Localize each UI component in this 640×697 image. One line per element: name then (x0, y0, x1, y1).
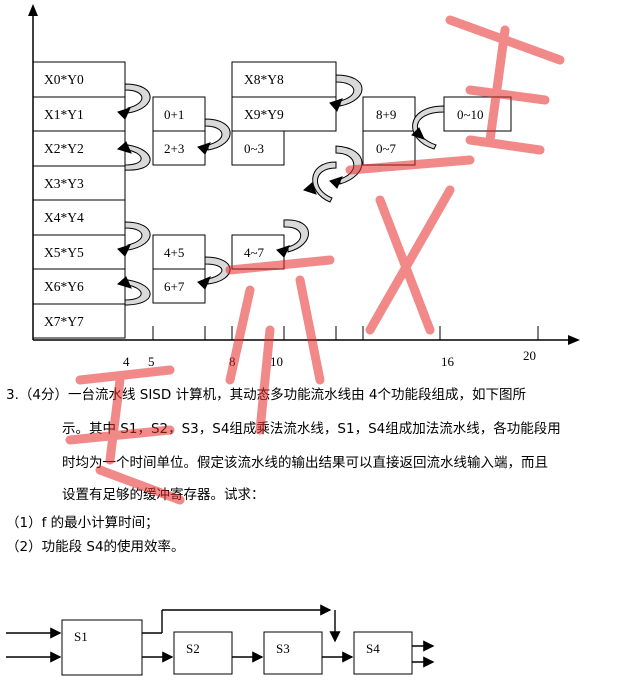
mul-label: X4*Y4 (44, 210, 84, 225)
question-2: （2）功能段 S4的使用效率。 (6, 539, 185, 555)
stage-label: S4 (366, 641, 380, 656)
time-axis: 4 5 8 10 16 20 (28, 4, 580, 369)
add-label: 0~7 (376, 141, 397, 156)
pipeline-diagram: S1 S2 S3 S4 (6, 604, 435, 676)
mul-label: X3*Y3 (44, 176, 84, 191)
problem-line-3: 时均为一个时间单位。假定该流水线的输出结果可以直接返回流水线输入端，而且 (62, 455, 548, 471)
add-label: 6+7 (164, 279, 185, 294)
tick-label: 4 (123, 354, 130, 369)
stage-label: S2 (186, 641, 200, 656)
add-label: 0+1 (164, 107, 184, 122)
question-1: （1）f 的最小计算时间； (6, 515, 159, 531)
mul-label: X1*Y1 (44, 107, 84, 122)
stage-s2 (173, 631, 233, 675)
problem-line-1: 3.（4分）一台流水线 SISD 计算机，其动态多功能流水线由 4个功能段组成，… (6, 387, 526, 403)
stage-s4 (353, 631, 413, 675)
multiply-stack: X0*Y0 X1*Y1 X2*Y2 X3*Y3 X4*Y4 X5*Y5 X6*Y… (32, 61, 126, 339)
problem-line-2: 示。其中 S1，S2，S3，S4组成乘法流水线，S1，S4组成加法流水线，各功能… (62, 421, 561, 437)
stage-label: S3 (276, 641, 290, 656)
mul-label: X6*Y6 (44, 279, 84, 294)
mul-label: X5*Y5 (44, 245, 84, 260)
add-label: 0~3 (244, 141, 264, 156)
stage-s3 (263, 631, 323, 675)
mul-label: X7*Y7 (44, 314, 84, 329)
tick-label: 20 (523, 348, 536, 363)
mul-label: X2*Y2 (44, 141, 84, 156)
problem-line-4: 设置有足够的缓冲寄存器。试求： (62, 487, 265, 503)
tick-label: 5 (148, 354, 155, 369)
add-label: 4~7 (244, 245, 265, 260)
add-label: 8+9 (376, 107, 396, 122)
axis-tick-labels: 4 5 8 10 16 20 (123, 348, 536, 369)
add-label: 2+3 (164, 141, 184, 156)
mul-label: X8*Y8 (244, 72, 284, 87)
tick-label: 10 (270, 354, 283, 369)
stage-label: S1 (74, 629, 88, 644)
add-boxes-1: 0+1 2+3 4+5 6+7 (152, 96, 206, 304)
stage-s1 (61, 619, 143, 676)
tick-label: 16 (441, 354, 455, 369)
add-label: 4+5 (164, 245, 184, 260)
tick-label: 8 (229, 354, 236, 369)
add-label: 0~10 (457, 107, 484, 122)
mul-label: X0*Y0 (44, 72, 84, 87)
mul-label: X9*Y9 (244, 107, 284, 122)
